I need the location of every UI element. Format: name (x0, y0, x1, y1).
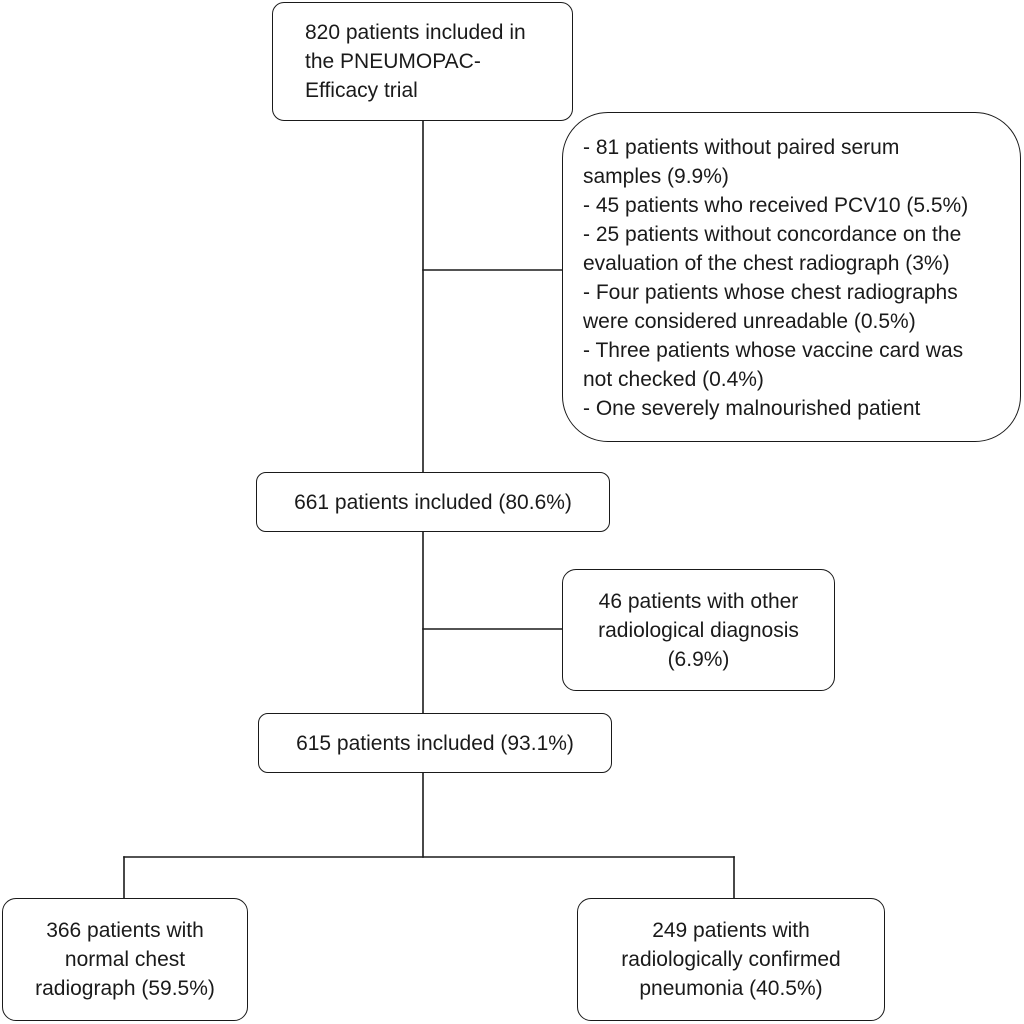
confirmed-pneumonia-box: 249 patients with radiologically confirm… (577, 898, 885, 1021)
enrolled-patients-box: 820 patients included in the PNEUMOPAC- … (272, 2, 573, 121)
pneumonia-line-3: pneumonia (40.5%) (639, 977, 823, 1000)
exclusion-item: - 45 patients who received PCV10 (5.5%) (583, 191, 968, 220)
other-diagnosis-box: 46 patients with other radiological diag… (562, 569, 835, 691)
confirmed-pneumonia-text: 249 patients with radiologically confirm… (621, 916, 840, 1003)
exclusion-line: were considered unreadable (0.5%) (583, 310, 916, 333)
normal-radiograph-box: 366 patients with normal chest radiograp… (2, 898, 248, 1021)
exclusions-box: - 81 patients without paired serum sampl… (562, 112, 1021, 442)
other-diagnosis-text: 46 patients with other radiological diag… (598, 587, 799, 674)
exclusion-item: - Three patients whose vaccine card was … (583, 336, 968, 394)
included-615-text: 615 patients included (93.1%) (296, 731, 574, 755)
exclusion-line: - One severely malnourished patient (583, 397, 921, 420)
exclusion-item: - 25 patients without concordance on the… (583, 220, 968, 278)
included-661-box: 661 patients included (80.6%) (256, 472, 610, 532)
exclusion-line: - 81 patients without paired serum (583, 136, 900, 159)
exclusion-line: samples (9.9%) (583, 165, 729, 188)
pneumonia-line-2: radiologically confirmed (621, 948, 841, 971)
exclusion-item: - Four patients whose chest radiographs … (583, 278, 968, 336)
exclusions-list: - 81 patients without paired serum sampl… (583, 133, 968, 423)
normal-line-1: 366 patients with (46, 919, 204, 942)
enrolled-line-1: 820 patients included in (305, 21, 526, 44)
pneumonia-line-1: 249 patients with (652, 919, 810, 942)
exclusion-line: - Three patients whose vaccine card was (583, 339, 964, 362)
exclusion-line: - 45 patients who received PCV10 (5.5%) (583, 194, 969, 217)
enrolled-patients-text: 820 patients included in the PNEUMOPAC- … (305, 18, 526, 105)
exclusion-line: not checked (0.4%) (583, 368, 764, 391)
exclusion-line: evaluation of the chest radiograph (3%) (583, 252, 950, 275)
other-diagnosis-line-3: (6.9%) (667, 647, 730, 671)
exclusion-line: - Four patients whose chest radiographs (583, 281, 958, 304)
included-615-box: 615 patients included (93.1%) (258, 713, 612, 773)
exclusion-item: - One severely malnourished patient (583, 394, 968, 423)
included-661-text: 661 patients included (80.6%) (294, 490, 572, 514)
enrolled-line-2: the PNEUMOPAC- (305, 50, 481, 73)
other-diagnosis-line-2: radiological diagnosis (598, 618, 799, 642)
other-diagnosis-line-1: 46 patients with other (598, 589, 799, 613)
normal-line-2: normal chest (64, 948, 186, 971)
enrolled-line-3: Efficacy trial (305, 79, 418, 102)
normal-radiograph-text: 366 patients with normal chest radiograp… (35, 916, 215, 1003)
exclusion-line: - 25 patients without concordance on the (583, 223, 962, 246)
exclusion-item: - 81 patients without paired serum sampl… (583, 133, 968, 191)
normal-line-3: radiograph (59.5%) (35, 977, 215, 1000)
